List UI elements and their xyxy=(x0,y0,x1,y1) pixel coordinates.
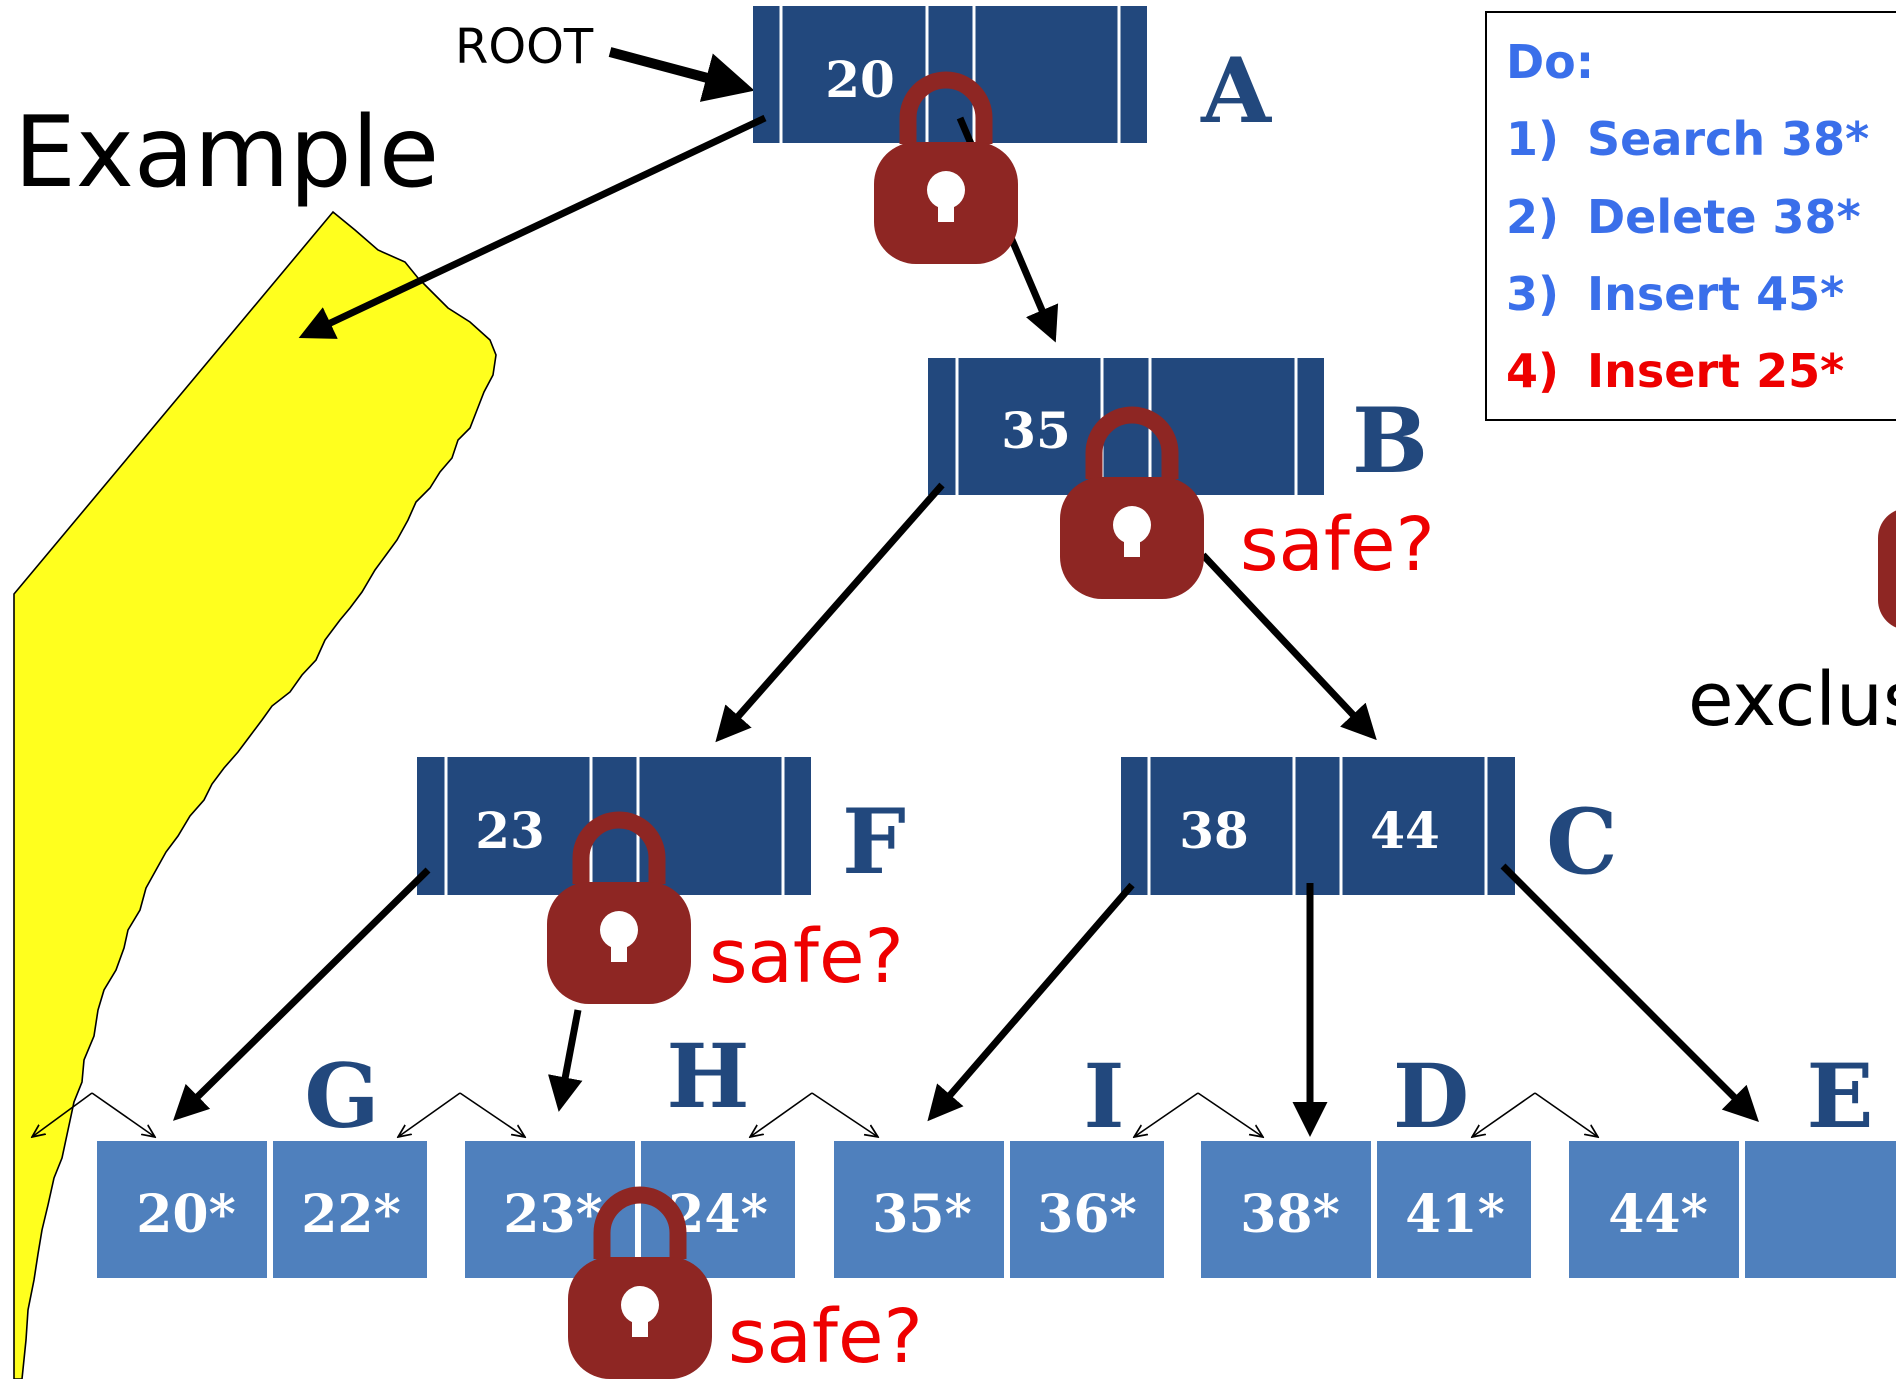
leaf-g: 20* 22* xyxy=(97,1141,427,1278)
leaf-sibling-links xyxy=(32,1092,1598,1137)
leaf-i-key-2: 36* xyxy=(1037,1184,1137,1245)
node-c: 38 44 xyxy=(1121,757,1515,895)
node-c-key-1: 38 xyxy=(1179,801,1249,860)
todo-item-1-text: Search 38* xyxy=(1587,112,1869,166)
todo-item-3-text: Insert 45* xyxy=(1587,267,1844,321)
safe-label-b: safe? xyxy=(1240,502,1435,588)
leaf-d: 38* 41* xyxy=(1201,1141,1531,1278)
leaf-d-key-1: 38* xyxy=(1240,1184,1340,1245)
node-f-key-1: 23 xyxy=(475,801,545,860)
leaf-e-key-1: 44* xyxy=(1608,1184,1708,1245)
leaf-h-label: H xyxy=(666,1024,749,1128)
node-b-key-1: 35 xyxy=(1001,401,1071,460)
todo-item-2-text: Delete 38* xyxy=(1587,190,1861,244)
safe-label-f: safe? xyxy=(709,914,904,1000)
node-f: 23 xyxy=(417,757,811,895)
leaf-i-label: I xyxy=(1083,1044,1124,1148)
todo-item-4-text: Insert 25* xyxy=(1587,344,1844,398)
node-b-label: B xyxy=(1352,388,1428,494)
leaf-i-key-1: 35* xyxy=(872,1184,972,1245)
node-f-label: F xyxy=(842,789,906,895)
safe-label-h: safe? xyxy=(728,1294,923,1379)
todo-item-1-num: 1) xyxy=(1506,112,1559,166)
leaf-i: 35* 36* xyxy=(834,1141,1164,1278)
node-b: 35 xyxy=(928,358,1324,495)
leaf-g-key-1: 20* xyxy=(136,1184,236,1245)
leaf-g-key-2: 22* xyxy=(301,1184,401,1245)
legend-lock-partial xyxy=(1878,510,1896,628)
yellow-highlight-shape xyxy=(13,210,497,1379)
leaf-d-key-2: 41* xyxy=(1405,1184,1505,1245)
tree-edges xyxy=(173,114,1759,1137)
node-c-label: C xyxy=(1546,789,1618,895)
node-a-label: A xyxy=(1200,38,1272,144)
todo-heading: Do: xyxy=(1506,35,1594,89)
leaf-g-label: G xyxy=(304,1044,379,1148)
node-c-key-2: 44 xyxy=(1370,801,1440,860)
todo-box: Do: 1) Search 38* 2) Delete 38* 3) Inser… xyxy=(1485,11,1896,421)
todo-item-2-num: 2) xyxy=(1506,190,1559,244)
leaf-d-label: D xyxy=(1393,1044,1469,1148)
node-a-key-1: 20 xyxy=(825,50,895,109)
leaf-e: 44* xyxy=(1569,1141,1896,1278)
root-arrow xyxy=(608,47,755,102)
root-label: ROOT xyxy=(455,19,594,75)
slide-title: Example xyxy=(14,96,439,210)
todo-item-3-num: 3) xyxy=(1506,267,1559,321)
legend-text-partial: exclus xyxy=(1688,657,1896,743)
leaf-e-label: E xyxy=(1806,1044,1873,1148)
leaf-h-key-1: 23* xyxy=(503,1184,603,1245)
todo-item-4-num: 4) xyxy=(1506,344,1559,398)
